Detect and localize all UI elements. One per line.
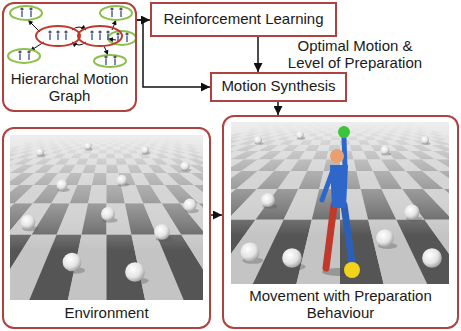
character-figure bbox=[322, 126, 360, 278]
input-panel: Hierarchal Motion Graph bbox=[2, 2, 137, 112]
obstacle-sphere bbox=[101, 207, 115, 221]
top-graph-node bbox=[78, 26, 122, 46]
node-label: Motion Synthesis bbox=[221, 77, 335, 94]
tiny-figure-body bbox=[105, 59, 106, 65]
tiny-figure-head bbox=[119, 7, 122, 10]
tiny-figure-body bbox=[126, 36, 127, 42]
tiny-figure-body bbox=[107, 34, 108, 40]
tiny-figure-head bbox=[48, 30, 51, 33]
obstacle-sphere bbox=[296, 131, 303, 138]
checkerboard-floor bbox=[231, 122, 449, 284]
checkerboard-floor bbox=[10, 135, 203, 300]
tiny-figure-body bbox=[28, 54, 29, 60]
node-label: Movement with Preparation Behaviour bbox=[230, 287, 451, 322]
tiny-figure-head bbox=[27, 50, 30, 53]
tiny-figure-head bbox=[18, 50, 21, 53]
tiny-figure-head bbox=[98, 30, 101, 33]
obstacle-sphere bbox=[154, 224, 170, 240]
sub-graph-node bbox=[10, 6, 42, 20]
floor-ground bbox=[231, 122, 449, 284]
obstacle-sphere bbox=[21, 215, 36, 230]
node-label: Hierarchal Motion Graph bbox=[10, 70, 129, 105]
tiny-figure-body bbox=[30, 11, 31, 17]
graph-arrow bbox=[28, 20, 40, 32]
tiny-figure-head bbox=[125, 32, 128, 35]
output-panel: Movement with Preparation Behaviour bbox=[222, 115, 459, 329]
obstacle-sphere bbox=[141, 146, 149, 154]
tiny-figure-body bbox=[120, 11, 121, 17]
hand-marker bbox=[338, 126, 350, 138]
obstacle-sphere bbox=[405, 205, 420, 220]
floor-ground bbox=[10, 135, 203, 300]
floor-fog bbox=[10, 135, 203, 300]
input-panel: Environment bbox=[2, 127, 211, 329]
obstacle-sphere bbox=[261, 193, 275, 207]
tiny-figure-body bbox=[49, 34, 50, 40]
tiny-figure-head bbox=[20, 7, 23, 10]
tiny-figure-head bbox=[113, 55, 116, 58]
tiny-figure-body bbox=[57, 34, 58, 40]
obstacle-sphere bbox=[184, 199, 197, 212]
process-box: Reinforcement Learning bbox=[150, 2, 337, 37]
sub-graph-node bbox=[94, 55, 126, 67]
process-box: Motion Synthesis bbox=[210, 72, 347, 102]
obstacle-sphere bbox=[282, 248, 302, 268]
arm bbox=[322, 170, 333, 200]
obstacle-sphere bbox=[376, 229, 394, 247]
tiny-figure-body bbox=[19, 54, 20, 60]
tiny-figure-head bbox=[104, 55, 107, 58]
edge-label: Optimal Motion & Level of Preparation bbox=[278, 38, 432, 71]
tiny-figure-head bbox=[106, 30, 109, 33]
tiny-figure-body bbox=[65, 34, 66, 40]
obstacle-sphere bbox=[57, 180, 68, 191]
node-label: Reinforcement Learning bbox=[163, 10, 323, 27]
flow-arrow bbox=[211, 214, 222, 216]
obstacle-sphere bbox=[36, 148, 44, 156]
leg bbox=[344, 205, 352, 262]
obstacle-sphere bbox=[180, 161, 189, 170]
flow-arrow bbox=[257, 37, 259, 72]
tiny-figure-body bbox=[111, 11, 112, 17]
tiny-figure-body bbox=[21, 11, 22, 17]
tiny-figure-body bbox=[91, 34, 92, 40]
tiny-figure-head bbox=[116, 32, 119, 35]
motion-graph-illustration bbox=[8, 6, 136, 67]
flow-arrow bbox=[137, 20, 210, 87]
obstacle-sphere bbox=[421, 136, 429, 144]
floor-fog bbox=[231, 122, 449, 284]
obstacle-sphere bbox=[241, 243, 260, 262]
obstacle-sphere bbox=[254, 136, 262, 144]
obstacle-sphere bbox=[381, 146, 390, 155]
node-label: Environment bbox=[64, 304, 148, 321]
sub-graph-node bbox=[100, 6, 132, 20]
flow-arrow bbox=[277, 102, 279, 115]
tiny-figure-head bbox=[64, 30, 67, 33]
tiny-figure-head bbox=[29, 7, 32, 10]
graph-arrow bbox=[104, 46, 108, 55]
tiny-figure-head bbox=[90, 30, 93, 33]
sub-graph-node bbox=[8, 49, 40, 63]
tiny-figure-head bbox=[56, 30, 59, 33]
top-graph-node bbox=[36, 26, 80, 46]
head bbox=[330, 149, 344, 163]
obstacle-sphere bbox=[117, 175, 128, 186]
obstacle-sphere bbox=[422, 248, 442, 268]
tiny-figure-head bbox=[110, 7, 113, 10]
obstacle-sphere bbox=[84, 142, 91, 149]
arm bbox=[344, 138, 345, 168]
obstacle-sphere bbox=[125, 262, 145, 282]
tiny-figure-body bbox=[99, 34, 100, 40]
tiny-figure-body bbox=[114, 59, 115, 65]
leg bbox=[326, 205, 334, 268]
foot-marker bbox=[344, 262, 360, 278]
obstacle-sphere bbox=[63, 253, 82, 272]
